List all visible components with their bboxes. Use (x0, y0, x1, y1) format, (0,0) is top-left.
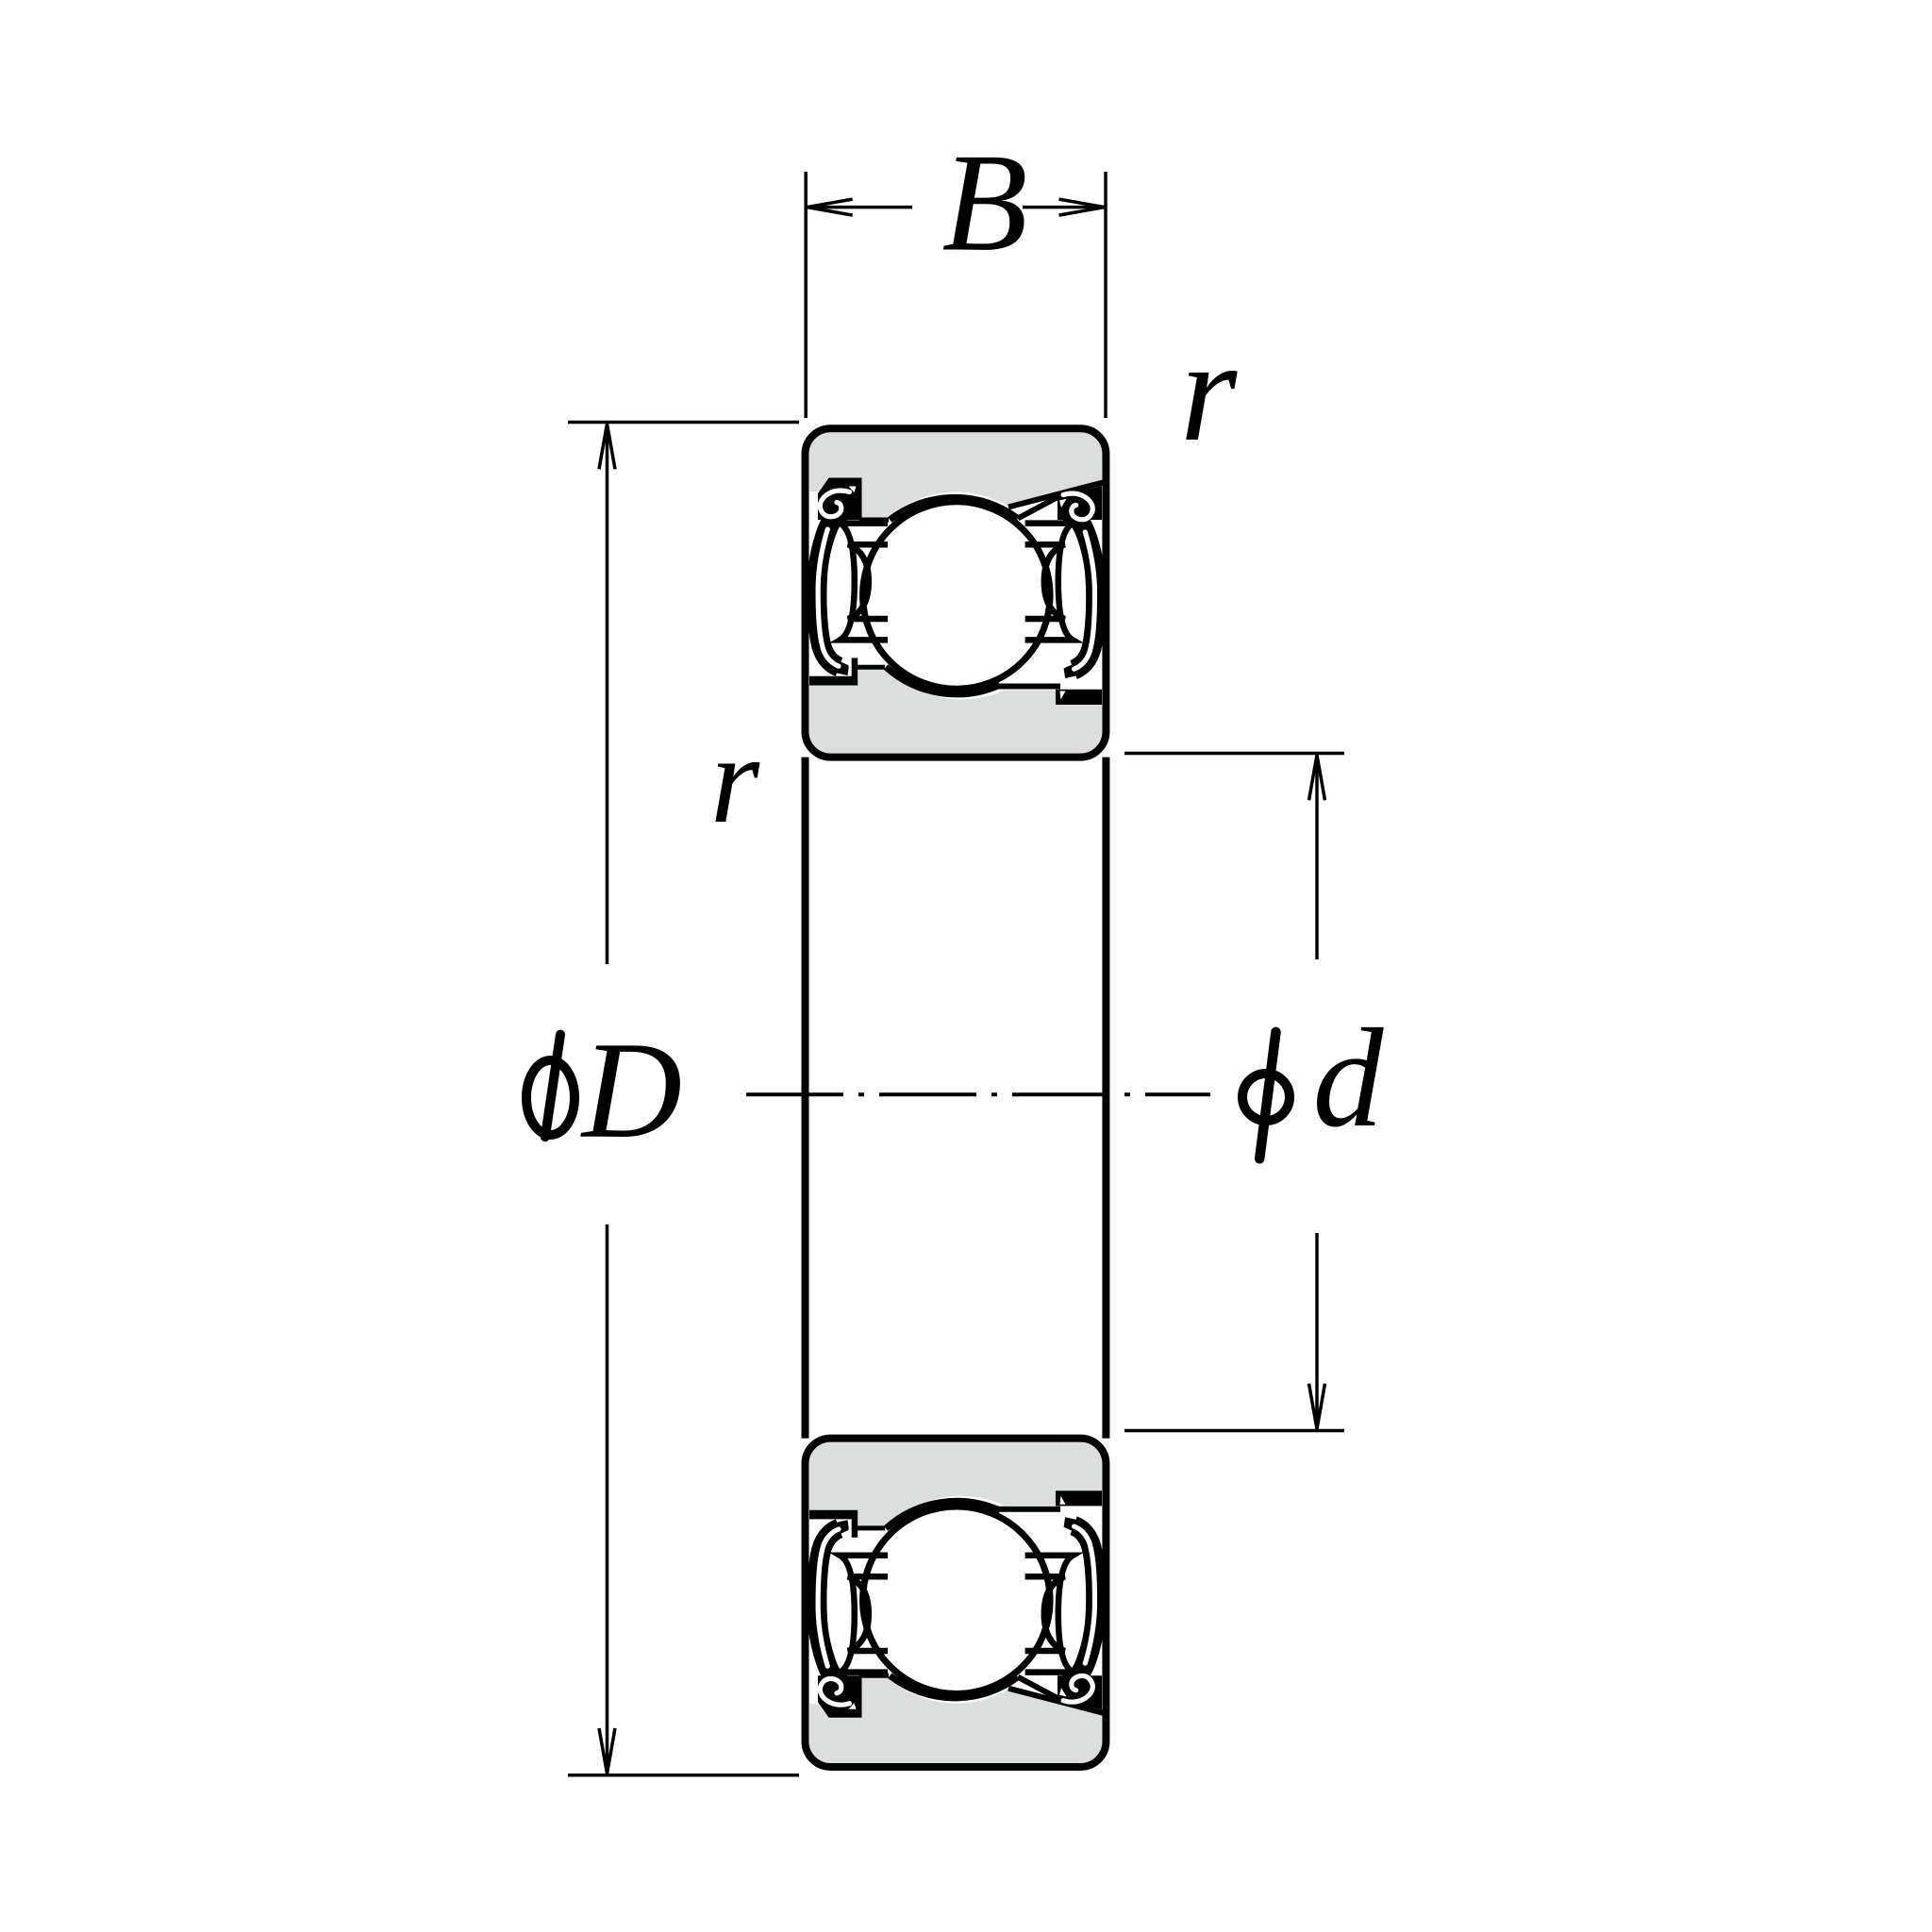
svg-text:r: r (1180, 309, 1238, 472)
svg-text:d: d (1313, 1000, 1385, 1157)
svg-text:B: B (941, 125, 1027, 281)
svg-text:r: r (710, 709, 760, 849)
svg-text:D: D (580, 1013, 682, 1167)
